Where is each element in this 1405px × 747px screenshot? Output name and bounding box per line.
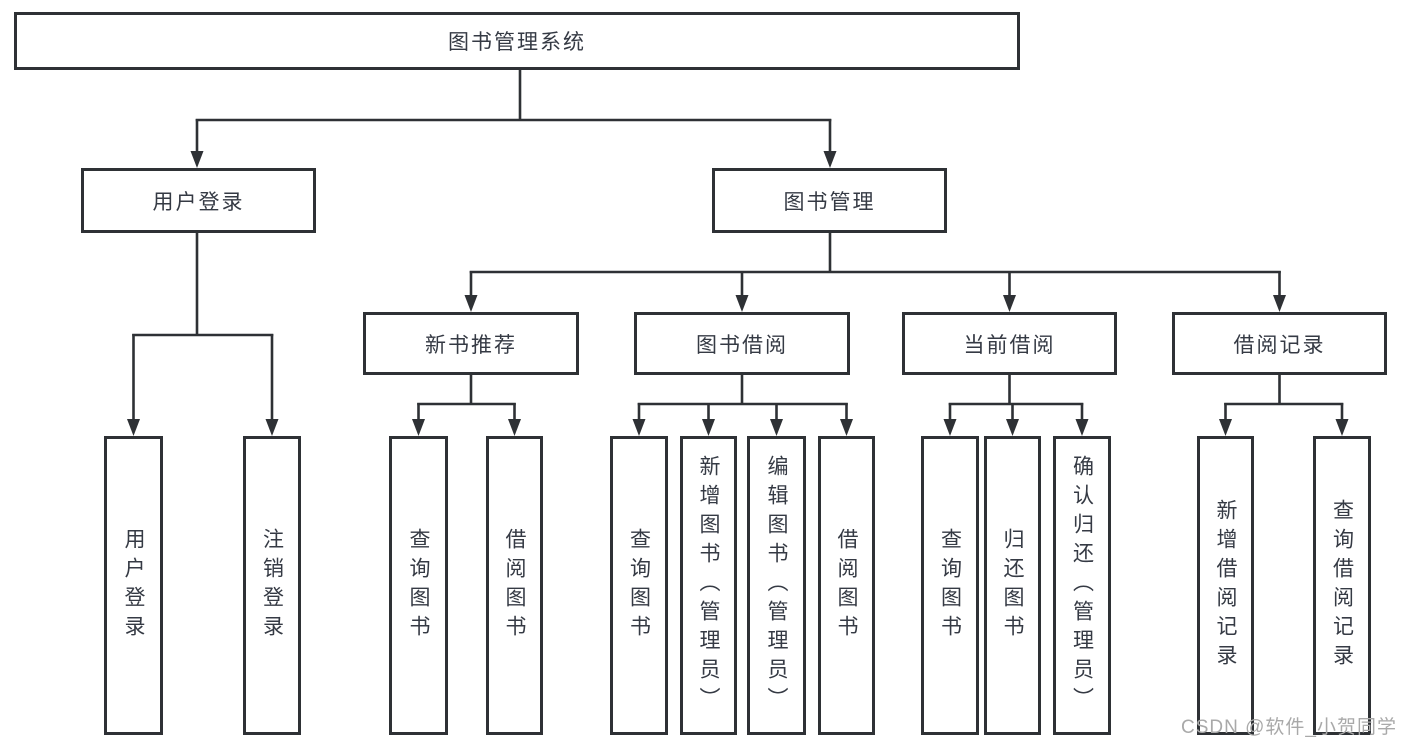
node-new-book-rec: 新书推荐	[363, 312, 579, 375]
arrowhead-add-book	[702, 419, 715, 436]
leaf-user-login: 用户登录	[104, 436, 163, 735]
leaf-borrow-book-borrow: 借阅图书	[818, 436, 875, 735]
arrowhead-query-record	[1335, 419, 1349, 436]
leaf-return-book-label: 归还图书	[1001, 527, 1024, 644]
node-user-login-label: 用户登录	[152, 190, 245, 214]
node-root-system: 图书管理系统	[14, 12, 1020, 70]
leaf-borrow-book-borrow-label: 借阅图书	[835, 527, 858, 644]
node-root-system-label: 图书管理系统	[448, 31, 586, 54]
arrowhead-edit-book	[770, 419, 783, 436]
leaf-add-book-admin-label: 新增图书（管理员）	[697, 455, 720, 716]
node-book-borrow: 图书借阅	[634, 312, 850, 375]
leaf-add-book-admin: 新增图书（管理员）	[680, 436, 737, 735]
leaf-query-book-rec: 查询图书	[389, 436, 448, 735]
leaf-return-book: 归还图书	[984, 436, 1041, 735]
node-borrow-records: 借阅记录	[1172, 312, 1387, 375]
leaf-edit-book-admin: 编辑图书（管理员）	[747, 436, 806, 735]
arrowhead-new-book-rec	[464, 295, 478, 312]
arrowhead-leaf-logout	[265, 419, 279, 436]
leaf-confirm-return-admin-label: 确认归还（管理员）	[1070, 455, 1094, 716]
leaf-borrow-book-rec-label: 借阅图书	[503, 527, 526, 644]
arrowhead-book-borrow	[735, 295, 749, 312]
node-book-mgmt-label: 图书管理	[783, 190, 876, 214]
leaf-query-book-current-label: 查询图书	[938, 527, 962, 644]
arrowhead-query-rec	[412, 419, 425, 436]
leaf-query-book-borrow-label: 查询图书	[627, 527, 651, 644]
node-book-borrow-label: 图书借阅	[696, 333, 788, 357]
leaf-query-book-borrow: 查询图书	[610, 436, 668, 735]
arrowhead-add-record	[1219, 419, 1232, 436]
leaf-query-book-rec-label: 查询图书	[407, 527, 430, 644]
arrowhead-query-bb	[632, 419, 646, 436]
leaf-user-login-label: 用户登录	[122, 527, 145, 644]
arrowhead-borrow-bb	[840, 419, 853, 436]
arrowhead-query-cb	[943, 419, 957, 436]
node-book-mgmt: 图书管理	[712, 168, 947, 233]
arrowhead-current-borrow	[1003, 295, 1016, 312]
arrowhead-borrow-rec	[508, 419, 521, 436]
arrowhead-user-login	[190, 151, 204, 168]
node-user-login: 用户登录	[81, 168, 316, 233]
leaf-logout-label: 注销登录	[260, 527, 284, 644]
arrowhead-book-mgmt	[823, 151, 837, 168]
leaf-query-borrow-record: 查询借阅记录	[1313, 436, 1371, 735]
leaf-borrow-book-rec: 借阅图书	[486, 436, 543, 735]
arrowhead-leaf-user-login	[127, 419, 140, 436]
leaf-edit-book-admin-label: 编辑图书（管理员）	[765, 455, 788, 716]
node-current-borrow-label: 当前借阅	[963, 333, 1056, 357]
arrowhead-confirm-return	[1075, 419, 1089, 436]
leaf-query-borrow-record-label: 查询借阅记录	[1330, 498, 1354, 673]
node-borrow-records-label: 借阅记录	[1233, 333, 1326, 357]
node-current-borrow: 当前借阅	[902, 312, 1117, 375]
leaf-logout: 注销登录	[243, 436, 301, 735]
csdn-watermark: CSDN @软件_小贺同学	[1181, 717, 1397, 738]
arrowhead-borrow-records	[1273, 295, 1286, 312]
node-new-book-rec-label: 新书推荐	[425, 333, 517, 357]
leaf-confirm-return-admin: 确认归还（管理员）	[1053, 436, 1111, 735]
leaf-add-borrow-record-label: 新增借阅记录	[1214, 498, 1237, 673]
leaf-query-book-current: 查询图书	[921, 436, 979, 735]
arrowhead-return-book	[1006, 419, 1019, 436]
leaf-add-borrow-record: 新增借阅记录	[1197, 436, 1254, 735]
